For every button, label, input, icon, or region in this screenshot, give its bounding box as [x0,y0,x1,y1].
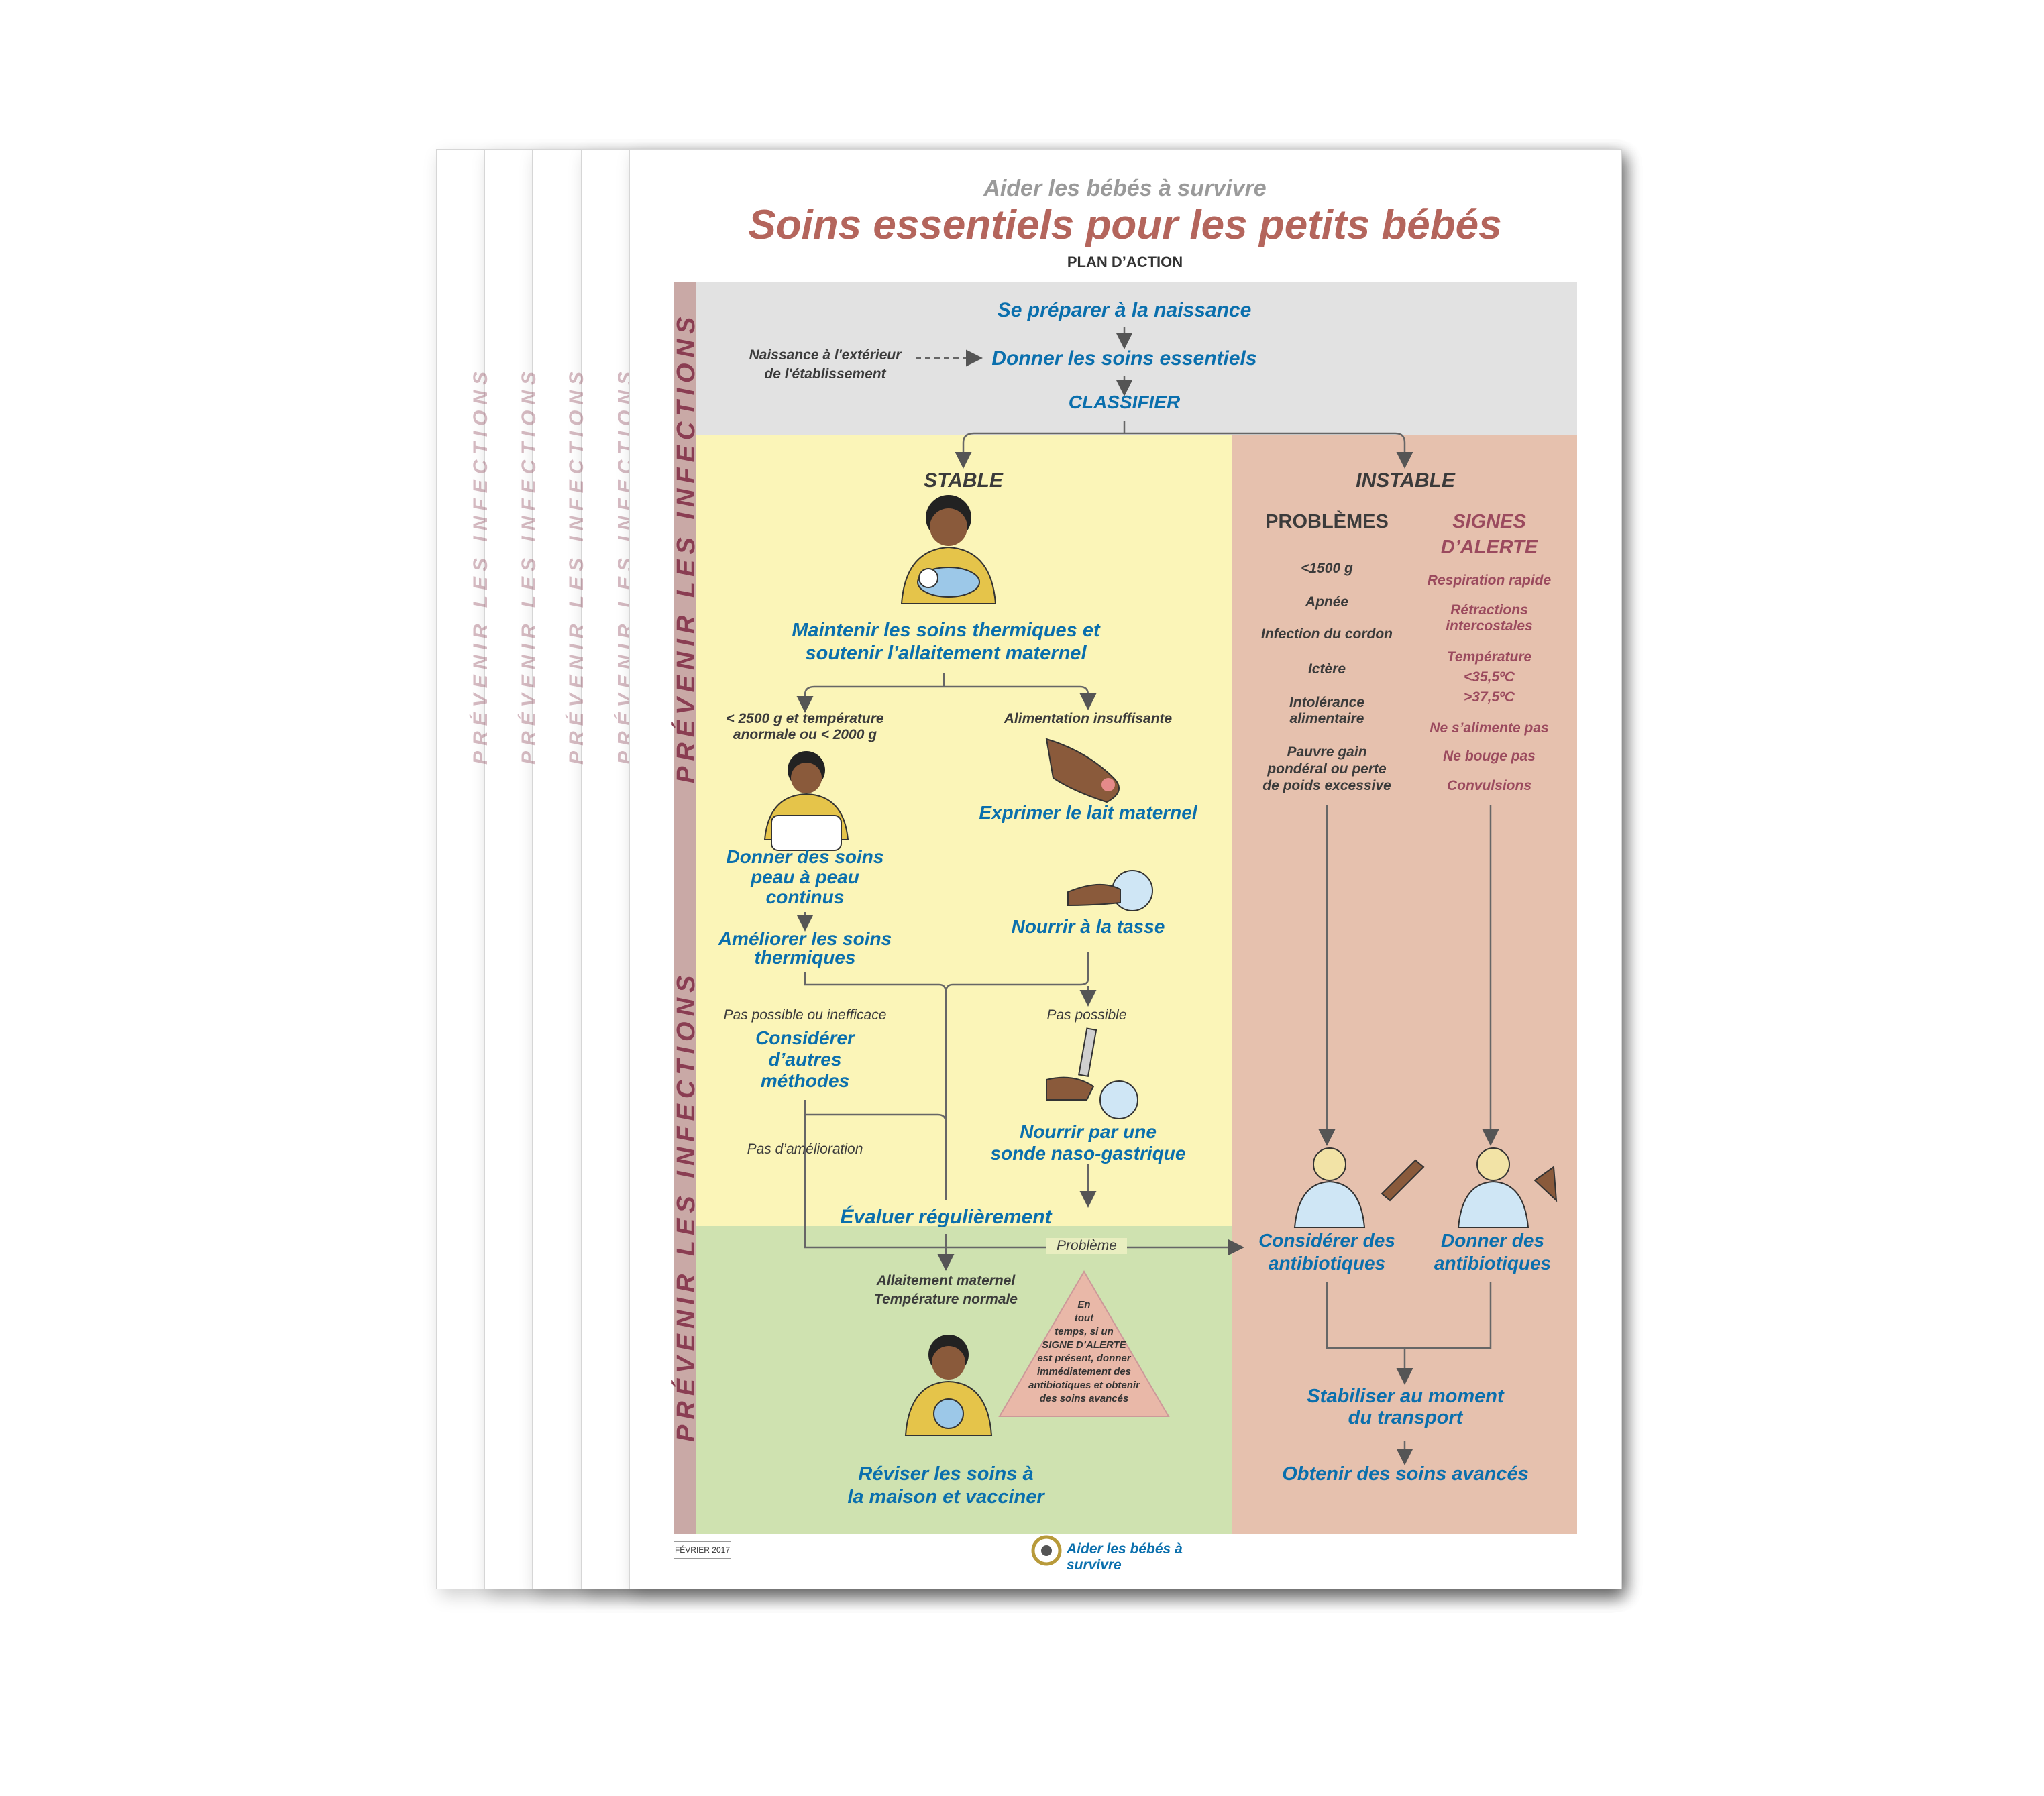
plan-label: PLAN D’ACTION [1067,254,1183,270]
alert-line4: SIGNE D’ALERTE [1042,1339,1126,1351]
branch-classify [962,421,1406,463]
top-grey-band [696,282,1577,435]
other-methods-line1: Considérer [755,1027,855,1048]
normal-line1: Allaitement maternel [876,1273,1016,1288]
branch-maintain [804,673,1088,711]
normal-line2: Température normale [874,1292,1018,1307]
review-line2: la maison et vacciner [847,1486,1044,1508]
alert-triangle-text: En tout temps, si un SIGNE D’ALERTE est … [1020,1298,1148,1406]
maintain-line1: Maintenir les soins thermiques et [792,620,1100,641]
give-antibiotics-line2: antibiotiques [1434,1253,1552,1274]
problem-item-6a: Pauvre gain [1287,744,1367,760]
tube-feeding-illustration [1046,1027,1138,1119]
cup-feeding-step: Nourrir à la tasse [1011,916,1165,937]
not-possible-ineffective: Pas possible ou inefficace [723,1007,887,1023]
alert-item-5: Ne bouge pas [1443,748,1536,764]
alert-item-2a: Rétractions [1450,602,1528,618]
alerts-heading-line1: SIGNES [1452,511,1526,532]
poster-title: Soins essentiels pour les petits bébés [748,202,1502,248]
improve-line2: thermiques [754,947,856,968]
skin-to-skin-line2: peau à peau [751,866,859,887]
alert-line7: antibiotiques et obtenir [1028,1380,1140,1391]
alert-line6: immédiatement des [1036,1366,1132,1378]
merge-antibiotics [1326,1282,1492,1382]
side-band [674,282,696,1534]
advanced-care-step: Obtenir des soins avancés [1282,1463,1529,1485]
right-condition: Alimentation insuffisante [1004,711,1173,726]
problem-item-5a: Intolérance [1289,695,1365,710]
hand-expressing-illustration [1045,738,1120,803]
problem-item-5b: alimentaire [1289,711,1364,726]
mother-skin-to-skin-illustration [763,751,849,851]
tube-feeding-line1: Nourrir par une [1020,1121,1157,1142]
consider-antibiotics-line2: antibiotiques [1268,1253,1386,1274]
no-improvement: Pas d’amélioration [747,1141,863,1157]
unstable-heading: INSTABLE [1356,469,1455,492]
alert-item-1: Respiration rapide [1427,573,1552,588]
problem-item-6b: pondéral ou perte [1267,761,1387,777]
alert-item-3b: <35,5ºC [1464,669,1515,685]
baby-consider-antibiotics-illustration [1293,1147,1425,1228]
alert-line2: tout [1074,1312,1094,1324]
mother-baby-home-illustration [904,1335,993,1436]
other-methods-line2: d’autres [768,1049,842,1070]
baby-give-antibiotics-illustration [1457,1147,1558,1228]
other-to-evaluate [804,1100,947,1123]
express-milk-step: Exprimer le lait maternel [979,802,1197,823]
stable-heading: STABLE [924,469,1003,492]
footer-brand: Aider les bébés à survivre [1067,1541,1183,1573]
alert-line3: temps, si un [1055,1326,1114,1337]
footer-logo [1031,1535,1062,1566]
problem-label: Problème [1046,1238,1127,1254]
skin-to-skin-line3: continus [765,887,845,907]
maintain-line2: soutenir l’allaitement maternel [805,642,1087,664]
alert-triangle [998,1270,1170,1417]
improve-line1: Améliorer les soins [718,928,892,949]
problem-item-4: Ictère [1307,661,1346,677]
alert-item-3c: >37,5ºC [1464,689,1515,705]
alert-line5: est présent, donner [1037,1353,1131,1364]
skin-to-skin-line1: Donner des soins [726,846,884,867]
essential-step: Donner les soins essentiels [991,347,1257,370]
classify-step: CLASSIFIER [1068,392,1181,412]
alert-item-3a: Température [1446,649,1532,665]
stabilize-line2: du transport [1348,1407,1463,1428]
alert-item-4: Ne s’alimente pas [1430,720,1549,736]
stabilize-line1: Stabiliser au moment [1307,1386,1504,1407]
problem-item-6c: de poids excessive [1262,778,1391,793]
outside-birth-line2: de l'établissement [764,366,886,382]
left-condition-line2: anormale ou < 2000 g [733,727,877,742]
evaluate-step: Évaluer régulièrement [840,1206,1052,1228]
problem-item-2: Apnée [1305,594,1349,610]
review-line1: Réviser les soins à [858,1463,1034,1485]
alert-item-2b: intercostales [1446,618,1533,634]
give-antibiotics-line1: Donner des [1440,1230,1545,1251]
other-methods-line3: méthodes [760,1070,850,1091]
alert-line8: des soins avancés [1039,1393,1129,1404]
footer-date: FÉVRIER 2017 [674,1541,731,1559]
not-possible: Pas possible [1046,1007,1127,1023]
tube-feeding-line2: sonde naso-gastrique [990,1143,1186,1164]
cup-feeding-illustration [1067,870,1153,911]
left-condition-line1: < 2500 g et température [726,711,884,726]
mother-breastfeeding-illustration [900,495,997,604]
problem-item-3: Infection du cordon [1261,626,1393,642]
poster-subtitle: Aider les bébés à survivre [983,176,1267,201]
alert-item-6: Convulsions [1446,778,1531,793]
problem-item-1: <1500 g [1301,561,1353,576]
problems-heading: PROBLÈMES [1265,511,1389,532]
alert-line1: En [1077,1299,1091,1310]
consider-antibiotics-line1: Considérer des [1258,1230,1395,1251]
merge-lines [804,952,1089,1200]
outside-birth-line1: Naissance à l'extérieur [749,347,902,363]
alerts-heading-line2: D’ALERTE [1440,537,1538,558]
prepare-step: Se préparer à la naissance [997,299,1252,321]
